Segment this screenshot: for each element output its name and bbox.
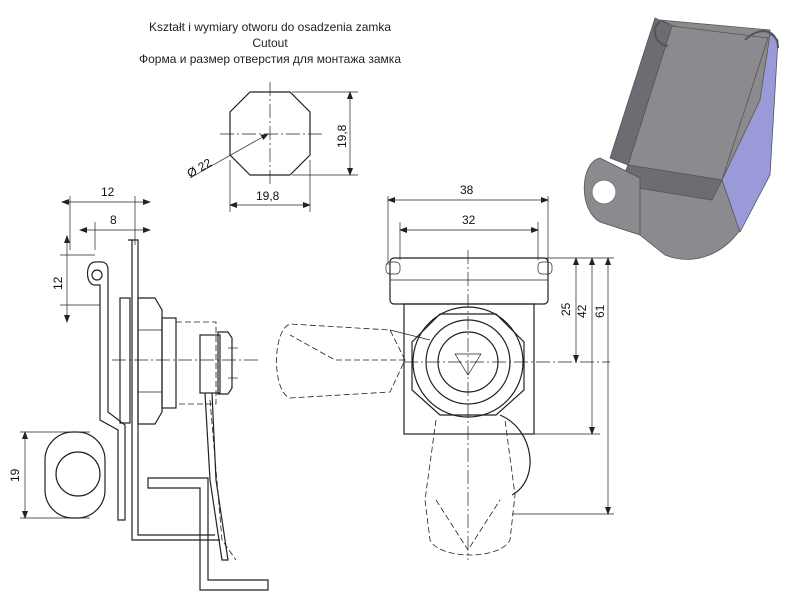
bracket-body bbox=[403, 303, 535, 435]
panel-plate bbox=[128, 239, 215, 536]
cutout-shape bbox=[229, 91, 311, 176]
hinge-eye bbox=[44, 431, 106, 519]
handle-outline bbox=[276, 323, 431, 399]
hinge-pin bbox=[91, 269, 103, 281]
front-inner-label: 32 bbox=[462, 213, 476, 227]
cam-swing bbox=[499, 414, 531, 496]
lock-cylinder bbox=[161, 317, 177, 409]
cutout-diameter-label: Ø 22 bbox=[185, 155, 215, 180]
isometric-render bbox=[583, 17, 779, 260]
cam-nut bbox=[217, 331, 233, 395]
caption-russian: Форма и размер отверстия для монтажа зам… bbox=[138, 52, 401, 66]
iso-side-edge bbox=[721, 33, 779, 234]
front-h3-label: 61 bbox=[593, 304, 607, 318]
lock-body bbox=[119, 297, 131, 424]
frame-section bbox=[147, 477, 269, 591]
cutout-view: Ø 22 19,8 19,8 bbox=[185, 82, 358, 212]
lock-hex bbox=[411, 313, 525, 416]
lock-nut bbox=[137, 297, 163, 425]
hinge-bar bbox=[389, 257, 549, 305]
side-inner-label: 8 bbox=[110, 213, 117, 227]
triangle-key-icon bbox=[454, 353, 482, 376]
front-h2-label: 42 bbox=[575, 304, 589, 318]
cutout-height-label: 19,8 bbox=[335, 124, 349, 148]
front-h1-label: 25 bbox=[559, 302, 573, 316]
side-view: 12 8 12 19 bbox=[8, 185, 269, 591]
front-view: 38 32 25 42 61 bbox=[385, 183, 614, 560]
caption-english: Cutout bbox=[252, 36, 288, 50]
iso-hinge-hole bbox=[591, 179, 617, 205]
cutout-width-label: 19,8 bbox=[256, 189, 280, 203]
cam-outline bbox=[175, 321, 217, 405]
diameter-leader bbox=[189, 133, 269, 179]
front-outer-label: 38 bbox=[460, 183, 474, 197]
caption-polish: Kształt i wymiary otworu do osadzenia za… bbox=[148, 20, 392, 34]
cam-washer bbox=[199, 334, 221, 394]
hinge-bracket bbox=[86, 261, 126, 521]
side-bottom-label: 19 bbox=[8, 468, 22, 482]
side-top-label: 12 bbox=[51, 276, 65, 290]
side-width-label: 12 bbox=[101, 185, 115, 199]
